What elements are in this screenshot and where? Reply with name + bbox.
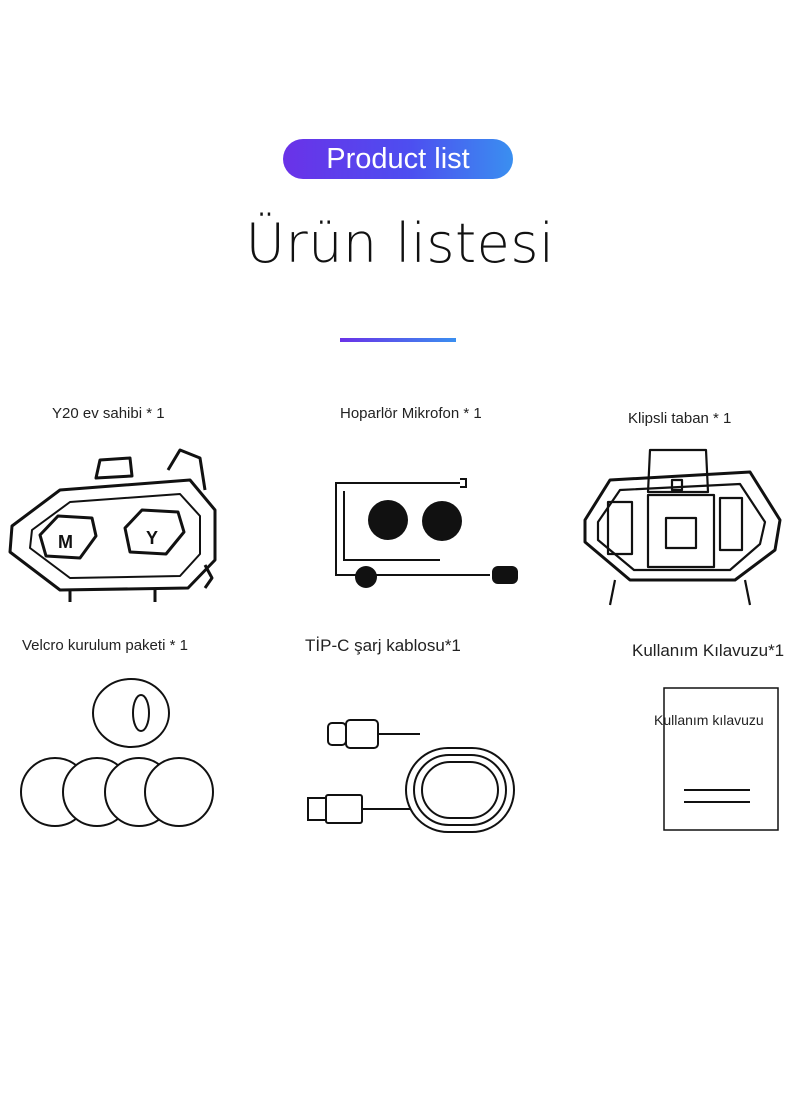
item-label-velcro: Velcro kurulum paketi * 1 (22, 637, 188, 654)
item-label-typec-cable: TİP-C şarj kablosu*1 (305, 636, 461, 655)
speaker-microphone-icon (335, 478, 518, 588)
svg-text:M: M (58, 532, 73, 552)
item-label-host-device: Y20 ev sahibi * 1 (52, 405, 165, 422)
clip-base-mount-icon (583, 448, 782, 606)
item-label-manual: Kullanım Kılavuzu*1 (632, 641, 785, 660)
page-title: Ürün listesi (245, 212, 555, 275)
svg-text:Y: Y (146, 528, 158, 548)
item-label-clip-base: Klipsli taban * 1 (628, 410, 732, 427)
item-label-speaker-mic: Hoparlör Mikrofon * 1 (340, 405, 482, 422)
title-divider (340, 338, 456, 342)
velcro-pads-icon (20, 678, 214, 827)
user-manual-booklet-icon (663, 687, 779, 831)
product-list-badge: Product list (283, 139, 513, 179)
manual-cover-text: Kullanım kılavuzu (654, 712, 764, 728)
bluetooth-intercom-device-icon: M Y (8, 448, 217, 602)
usb-type-c-cable-icon (307, 719, 515, 833)
